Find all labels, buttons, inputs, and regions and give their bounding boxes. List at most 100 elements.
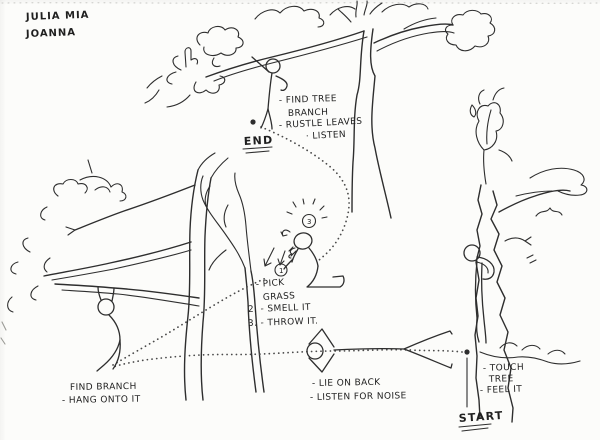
foliage xyxy=(7,296,14,313)
branch-end-foliage xyxy=(166,71,177,85)
start-instruction: - TOUCH xyxy=(483,363,524,374)
leaf-top-squiggle xyxy=(492,87,505,101)
hang-instruction: FIND BRANCH xyxy=(70,382,137,393)
crown-foliage xyxy=(381,3,429,13)
foliage xyxy=(10,261,19,275)
branch-end-foliage xyxy=(184,47,199,68)
trunk-top xyxy=(210,157,229,179)
right-branch-inner xyxy=(376,30,455,52)
trunk-left xyxy=(244,267,257,393)
base-bush xyxy=(499,342,518,349)
trunk-top xyxy=(197,152,216,171)
body xyxy=(108,314,121,341)
route-start-to-hang xyxy=(112,348,463,368)
left-tree xyxy=(0,152,229,401)
end-instruction: · LISTEN xyxy=(306,130,347,142)
pick-arrow xyxy=(263,247,275,267)
grass-instruction: - PICK xyxy=(256,278,286,290)
big-center-tree xyxy=(144,0,496,219)
left-branch-inner xyxy=(213,36,368,82)
header-names-line1: JULIA MIA xyxy=(25,10,90,23)
top-twig xyxy=(337,8,352,23)
kneeling-leg xyxy=(306,265,345,288)
head xyxy=(97,298,115,316)
base-bush xyxy=(521,344,541,351)
foliage xyxy=(43,257,51,273)
grass-marker-1: 1 xyxy=(279,267,283,275)
leaf-frond xyxy=(475,102,504,151)
leg xyxy=(112,339,121,370)
arm xyxy=(97,286,102,301)
route-grass-to-end xyxy=(260,126,350,263)
end-instruction: - FIND TREE xyxy=(279,94,337,106)
station-hang: FIND BRANCH - HANG ONTO IT xyxy=(62,382,141,406)
walking-route xyxy=(112,126,463,368)
bent-arm xyxy=(275,75,288,92)
body-leg xyxy=(480,262,487,344)
crown-foliage xyxy=(196,25,244,56)
leaf-tail xyxy=(498,149,513,162)
grass-marker-3: 3 xyxy=(307,218,311,226)
trunk-left xyxy=(474,184,483,419)
grass-instruction: 3. - THROW IT. xyxy=(248,317,319,329)
top-twig xyxy=(363,0,368,16)
branch-end-foliage xyxy=(144,89,160,104)
start-instruction: TREE xyxy=(488,374,514,385)
pick-arrow xyxy=(277,250,286,266)
edge-tick xyxy=(0,321,7,345)
header: JULIA MIA JOANNA xyxy=(25,10,90,40)
right-foliage xyxy=(444,9,496,52)
right-branch xyxy=(498,189,571,213)
paper-edge-dots xyxy=(1,2,599,4)
base-bush xyxy=(479,351,581,365)
body xyxy=(333,347,405,351)
head xyxy=(463,244,481,262)
foliage xyxy=(53,178,88,197)
foliage xyxy=(87,159,93,174)
branch-end-foliage xyxy=(166,94,191,108)
leg xyxy=(267,108,273,130)
trunk-left xyxy=(351,30,365,213)
hang-instruction: - HANG ONTO IT xyxy=(62,395,141,406)
station-end: - FIND TREE BRANCH - RUSTLE LEAVES · LIS… xyxy=(242,94,363,154)
hugging-arms xyxy=(476,256,495,280)
start-point-dot xyxy=(464,349,470,355)
figure-hanging-branch xyxy=(96,286,121,372)
fork-left xyxy=(200,175,246,269)
end-underline xyxy=(242,146,273,154)
body xyxy=(267,72,273,110)
falling-leaf xyxy=(469,104,477,118)
right-branch-outer xyxy=(373,23,454,44)
crown-foliage xyxy=(211,57,221,68)
branch-end-foliage xyxy=(146,75,163,89)
leg xyxy=(260,108,269,129)
foliage xyxy=(94,186,111,193)
right-twig xyxy=(403,17,437,30)
twig xyxy=(204,185,211,207)
middle-thin-tree xyxy=(200,172,265,393)
right-tree xyxy=(474,87,588,423)
twig xyxy=(223,204,229,228)
lie-instruction: - LIE ON BACK xyxy=(312,378,381,389)
end-instruction: - RUSTLE LEAVES xyxy=(279,117,363,131)
trunk-right xyxy=(369,28,392,219)
bent-arm-down xyxy=(308,353,335,373)
leaf-top-squiggle xyxy=(478,89,485,105)
grass-marker-1-circle xyxy=(274,263,288,277)
foliage xyxy=(22,237,31,253)
header-names-line2: JOANNA xyxy=(25,27,77,40)
foliage xyxy=(40,206,48,221)
station-lie: - LIE ON BACK - LISTEN FOR NOISE xyxy=(310,378,407,403)
mid-branch-outer xyxy=(43,241,192,277)
station-start: - TOUCH TREE - FEEL IT START xyxy=(458,349,524,432)
foliage xyxy=(30,285,39,301)
leaf-stem xyxy=(483,149,487,185)
back xyxy=(308,247,319,267)
branch-tick xyxy=(526,254,537,264)
arm xyxy=(111,287,115,302)
figure-kneeling-grass: 1 3 xyxy=(263,198,345,288)
start-label: START xyxy=(458,409,504,425)
head xyxy=(293,232,313,250)
body-leg xyxy=(474,260,480,343)
